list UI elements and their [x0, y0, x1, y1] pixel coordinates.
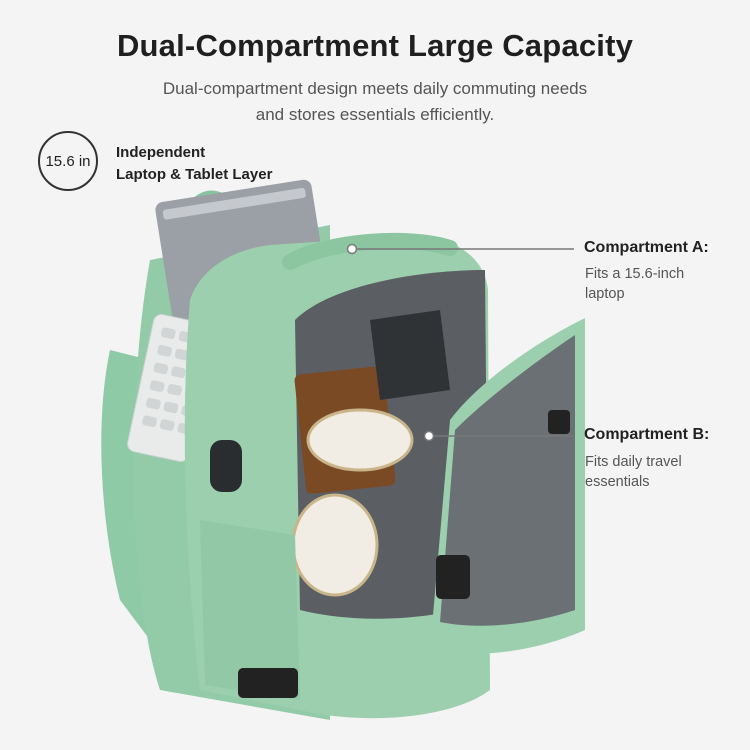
callout-a-title: Compartment A:	[584, 239, 709, 256]
front-pocket	[200, 520, 300, 700]
callout-a-desc: Fits a 15.6-inch laptop	[585, 264, 684, 304]
callout-a-desc-line-2: laptop	[585, 286, 625, 302]
laptop-layer-label-line-2: Laptop & Tablet Layer	[116, 166, 273, 183]
callout-a-dot	[346, 243, 358, 255]
laptop-size-badge: 15.6 in	[38, 131, 98, 191]
page-subtitle: Dual-compartment design meets daily comm…	[0, 76, 750, 128]
subtitle-line-1: Dual-compartment design meets daily comm…	[162, 79, 588, 98]
headphones	[306, 408, 414, 472]
buckle	[238, 668, 298, 698]
callout-a-desc-line-1: Fits a 15.6-inch	[585, 266, 685, 282]
laptop-layer-label: Independent Laptop & Tablet Layer	[116, 142, 272, 186]
callout-b-desc-line-1: Fits daily travel	[585, 454, 682, 470]
laptop-layer-label-line-1: Independent	[116, 144, 206, 161]
umbrella	[370, 310, 450, 400]
flap-lining	[440, 335, 575, 626]
top-handle	[282, 232, 458, 270]
callout-b-desc-line-2: essentials	[585, 474, 650, 490]
usb-port	[210, 440, 242, 492]
subtitle-line-2: and stores essentials efficiently.	[255, 105, 495, 124]
callout-b-desc: Fits daily travel essentials	[585, 452, 682, 492]
callout-b-dot	[423, 430, 435, 442]
callout-b-title: Compartment B:	[584, 426, 710, 443]
page-title: Dual-Compartment Large Capacity	[116, 28, 634, 63]
